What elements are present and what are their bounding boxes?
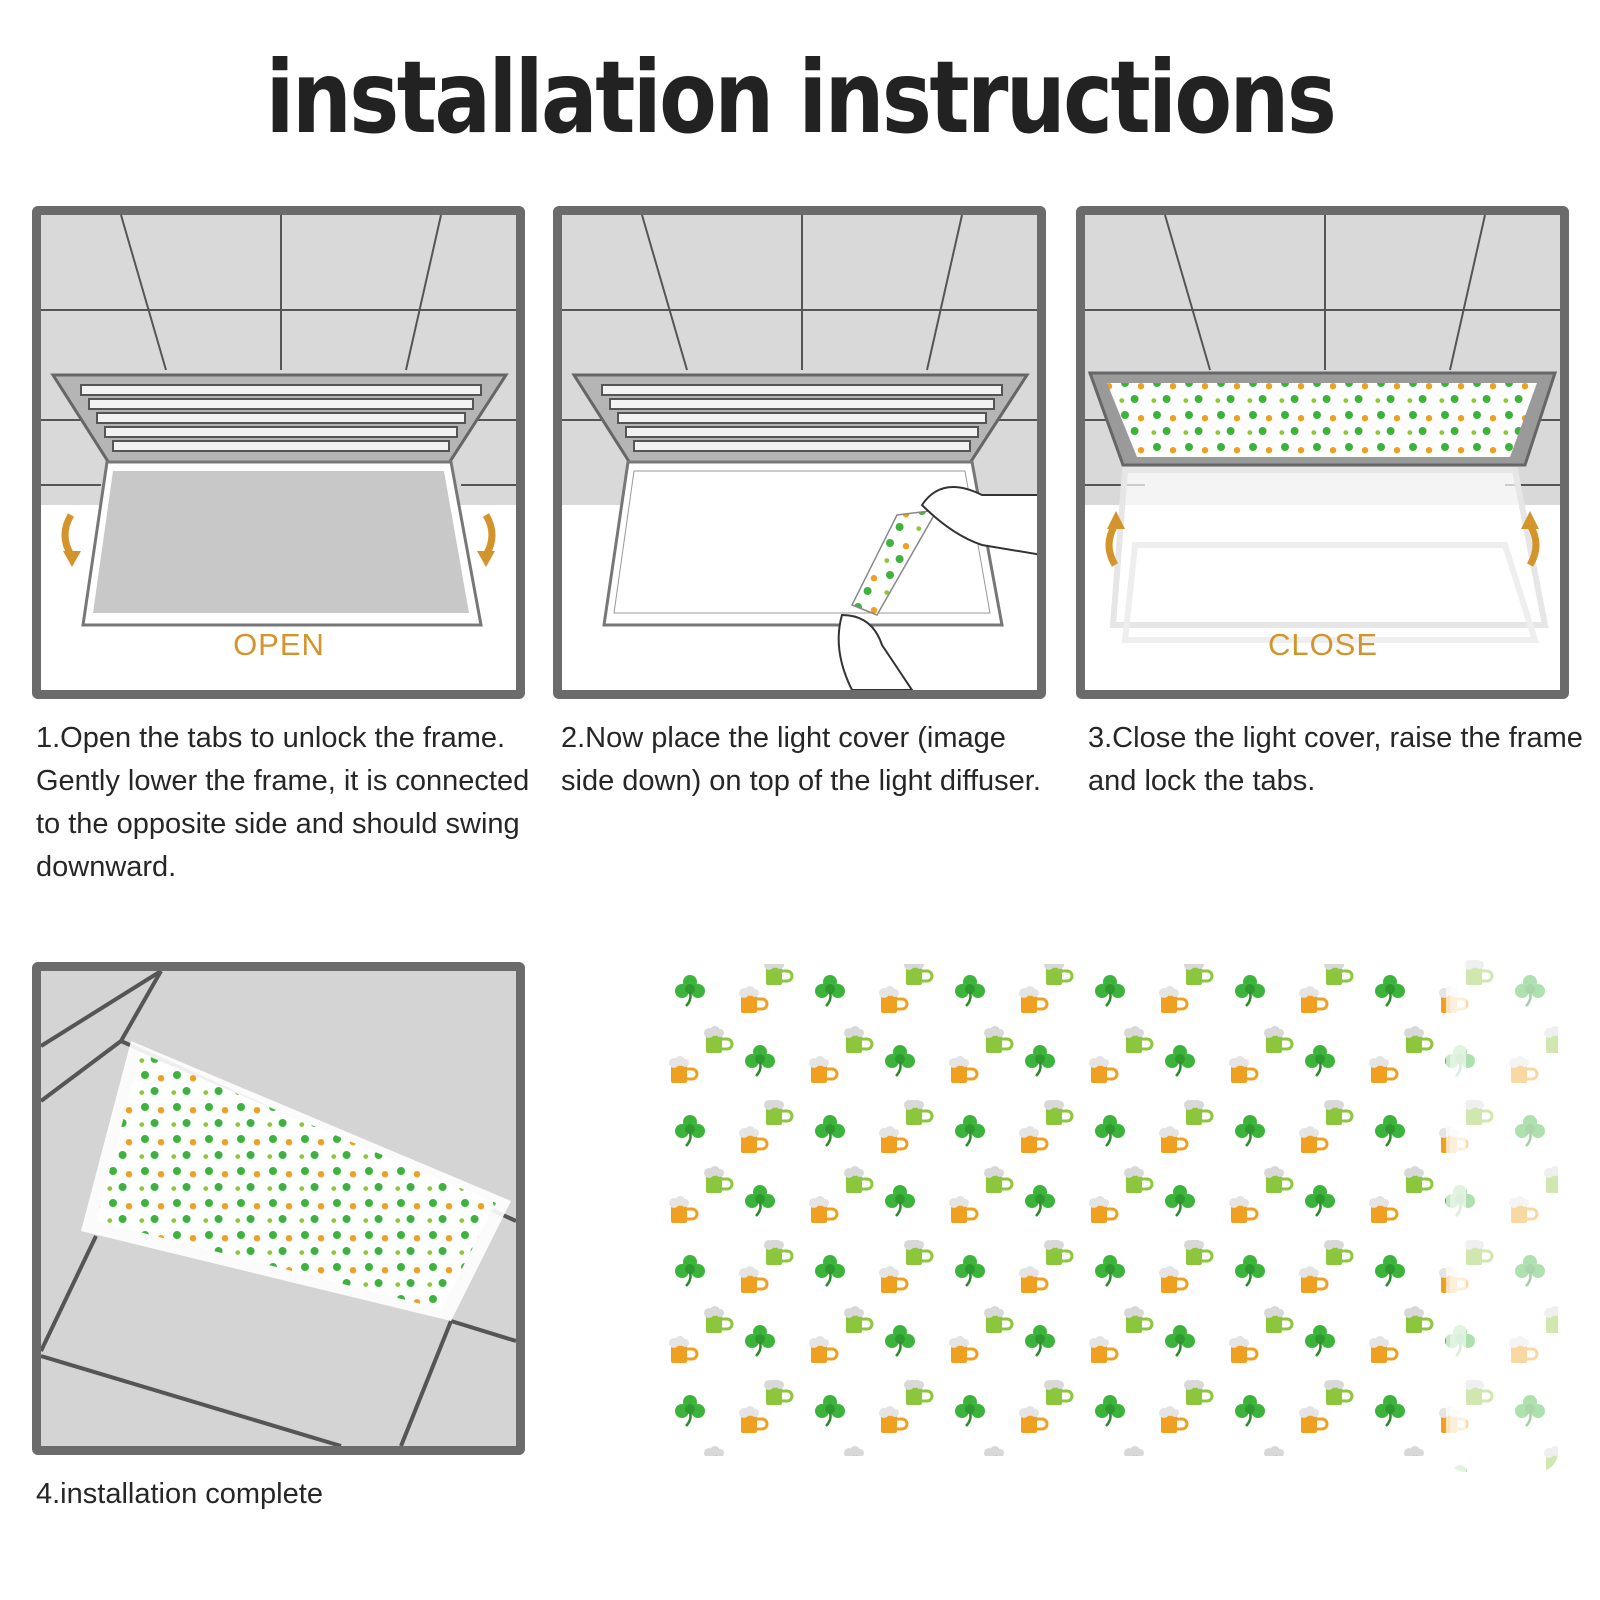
step-2-caption: 2.Now place the light cover (image side … <box>561 722 1041 797</box>
gloved-hand-icon <box>837 613 914 690</box>
page-title: installation instructions <box>265 39 1337 156</box>
step-1-caption: 1.Open the tabs to unlock the frame. Gen… <box>36 722 530 883</box>
close-label: CLOSE <box>1267 627 1379 662</box>
step-2-illustration <box>553 206 1046 699</box>
step-1-illustration: OPEN <box>32 206 525 699</box>
step-3-illustration: CLOSE <box>1076 206 1569 699</box>
step-4-illustration <box>32 962 525 1455</box>
light-cover-roll <box>660 960 1558 1472</box>
step-3-caption: 3.Close the light cover, raise the frame… <box>1088 722 1583 797</box>
gloved-hand-icon <box>920 486 1037 556</box>
open-label: OPEN <box>233 627 325 662</box>
step-4-caption: 4.installation complete <box>36 1478 323 1510</box>
